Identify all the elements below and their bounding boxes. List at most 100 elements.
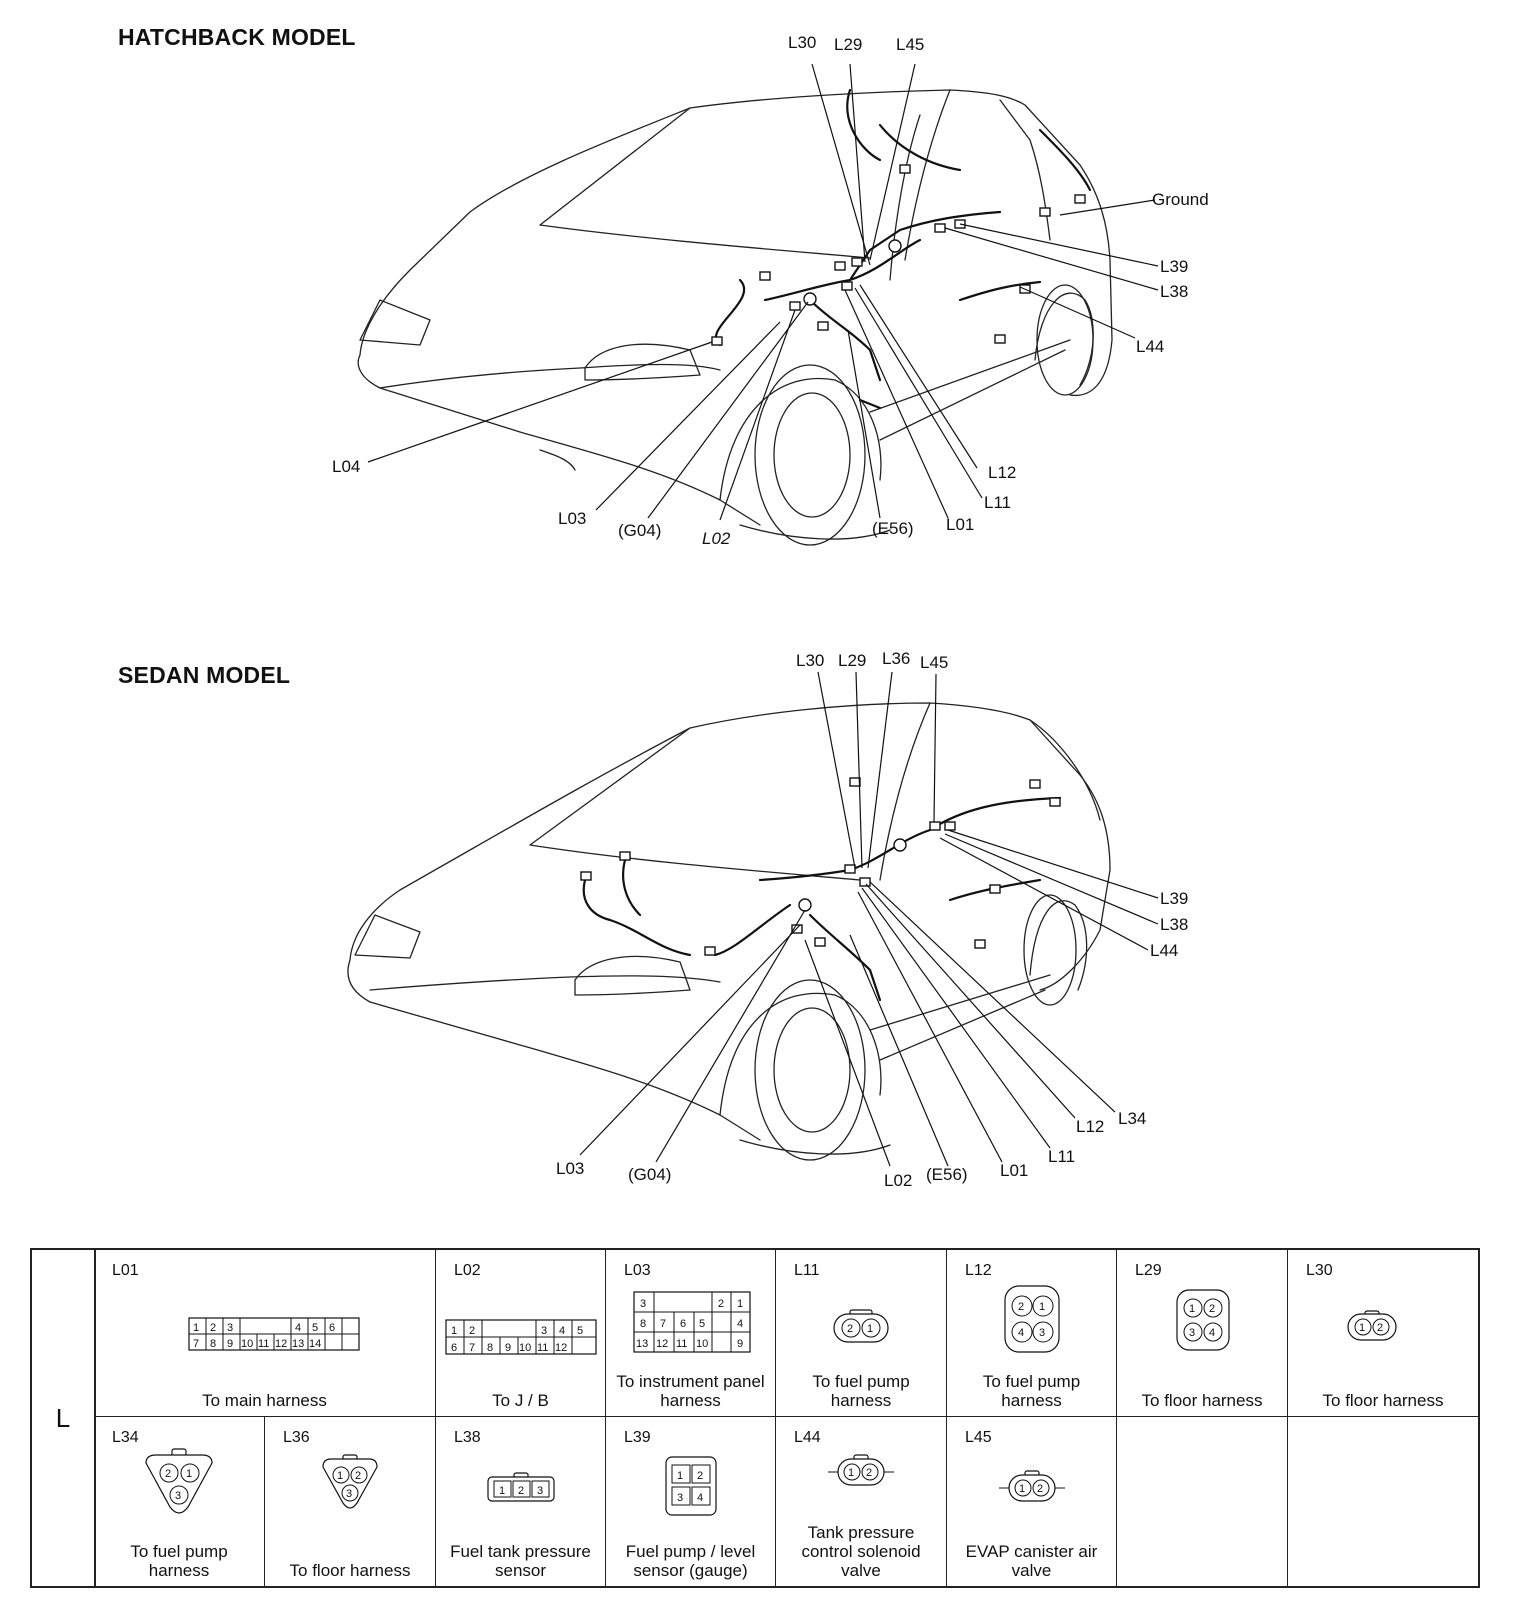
connector-code: L45 [965,1429,992,1446]
connector-desc: To floor harness [289,1561,411,1580]
svg-text:2: 2 [1018,1301,1024,1313]
sedan-leader-lines [579,671,1159,1167]
svg-text:13: 13 [292,1338,304,1350]
connector-code: L34 [112,1429,139,1446]
svg-text:3: 3 [640,1298,646,1310]
svg-text:3: 3 [1189,1327,1195,1339]
sd-label-e56: (E56) [926,1165,968,1184]
sd-label-l03: L03 [556,1159,584,1178]
sd-label-l36: L36 [882,649,910,668]
wiring-diagram: L30 L29 L45 Ground L39 L38 L44 L04 L12 L… [332,33,1209,1190]
sd-label-l44: L44 [1150,941,1178,960]
connector-desc: To fuel pump harness [982,1372,1081,1410]
connector-code: L03 [624,1262,651,1279]
connector-desc: Fuel pump / level sensor (gauge) [625,1542,756,1580]
svg-text:11: 11 [676,1338,687,1350]
empty-cell [1288,1417,1478,1586]
hb-label-l44: L44 [1136,337,1164,356]
svg-text:11: 11 [537,1342,548,1354]
connector-code: L02 [454,1262,481,1279]
connector-desc: Fuel tank pressure sensor [450,1542,591,1580]
hb-label-l29: L29 [834,35,862,54]
sd-label-l34: L34 [1118,1109,1146,1128]
sd-label-l12: L12 [1076,1117,1104,1136]
connector-desc: To fuel pump harness [130,1542,228,1580]
hb-label-l12: L12 [988,463,1016,482]
svg-text:7: 7 [660,1318,666,1330]
svg-text:8: 8 [210,1338,216,1350]
hb-label-l30: L30 [788,33,816,52]
svg-text:9: 9 [505,1342,511,1354]
svg-text:9: 9 [737,1338,743,1350]
svg-text:9: 9 [227,1338,233,1350]
hb-label-l45: L45 [896,35,924,54]
empty-cell [1117,1417,1288,1586]
connector-desc: To main harness [202,1391,327,1410]
hb-label-l38: L38 [1160,282,1188,301]
connector-code: L30 [1306,1262,1333,1279]
svg-text:2: 2 [1209,1303,1215,1315]
svg-text:3: 3 [537,1485,543,1497]
sd-label-l45: L45 [920,653,948,672]
svg-text:3: 3 [541,1325,547,1337]
hb-label-g04: (G04) [618,521,661,540]
svg-text:10: 10 [519,1342,531,1354]
svg-text:14: 14 [309,1338,321,1350]
svg-text:7: 7 [469,1342,475,1354]
svg-text:2: 2 [697,1470,703,1482]
svg-text:5: 5 [699,1318,705,1330]
svg-text:2: 2 [847,1323,853,1335]
svg-text:2: 2 [355,1470,361,1482]
svg-text:3: 3 [677,1492,683,1504]
svg-text:4: 4 [1209,1327,1215,1339]
svg-text:4: 4 [697,1492,703,1504]
svg-text:5: 5 [312,1322,318,1334]
svg-text:2: 2 [469,1325,475,1337]
svg-text:1: 1 [186,1468,192,1480]
svg-text:1: 1 [1039,1301,1045,1313]
hb-label-l03: L03 [558,509,586,528]
svg-text:2: 2 [165,1468,171,1480]
svg-text:3: 3 [175,1490,181,1502]
hb-label-l02: L02 [702,529,731,548]
svg-text:10: 10 [696,1338,708,1350]
svg-text:12: 12 [555,1342,567,1354]
svg-text:6: 6 [451,1342,457,1354]
sd-label-g04: (G04) [628,1165,671,1184]
row-letter: L [32,1250,96,1586]
hb-label-l04: L04 [332,457,360,476]
svg-text:12: 12 [275,1338,287,1350]
sd-label-l01: L01 [1000,1161,1028,1180]
svg-text:1: 1 [499,1485,505,1497]
svg-text:5: 5 [577,1325,583,1337]
hatchback-labels: L30 L29 L45 Ground L39 L38 L44 L04 L12 L… [332,33,1209,548]
hatchback-leader-lines [367,63,1159,521]
hatchback-car-outline [357,89,1113,546]
sd-label-l11: L11 [1048,1147,1075,1166]
sd-label-l39: L39 [1160,889,1188,908]
connector-desc: To floor harness [1141,1391,1263,1410]
sd-label-l02: L02 [884,1171,912,1190]
svg-text:1: 1 [1359,1322,1365,1334]
connector-desc: To fuel pump harness [812,1372,910,1410]
